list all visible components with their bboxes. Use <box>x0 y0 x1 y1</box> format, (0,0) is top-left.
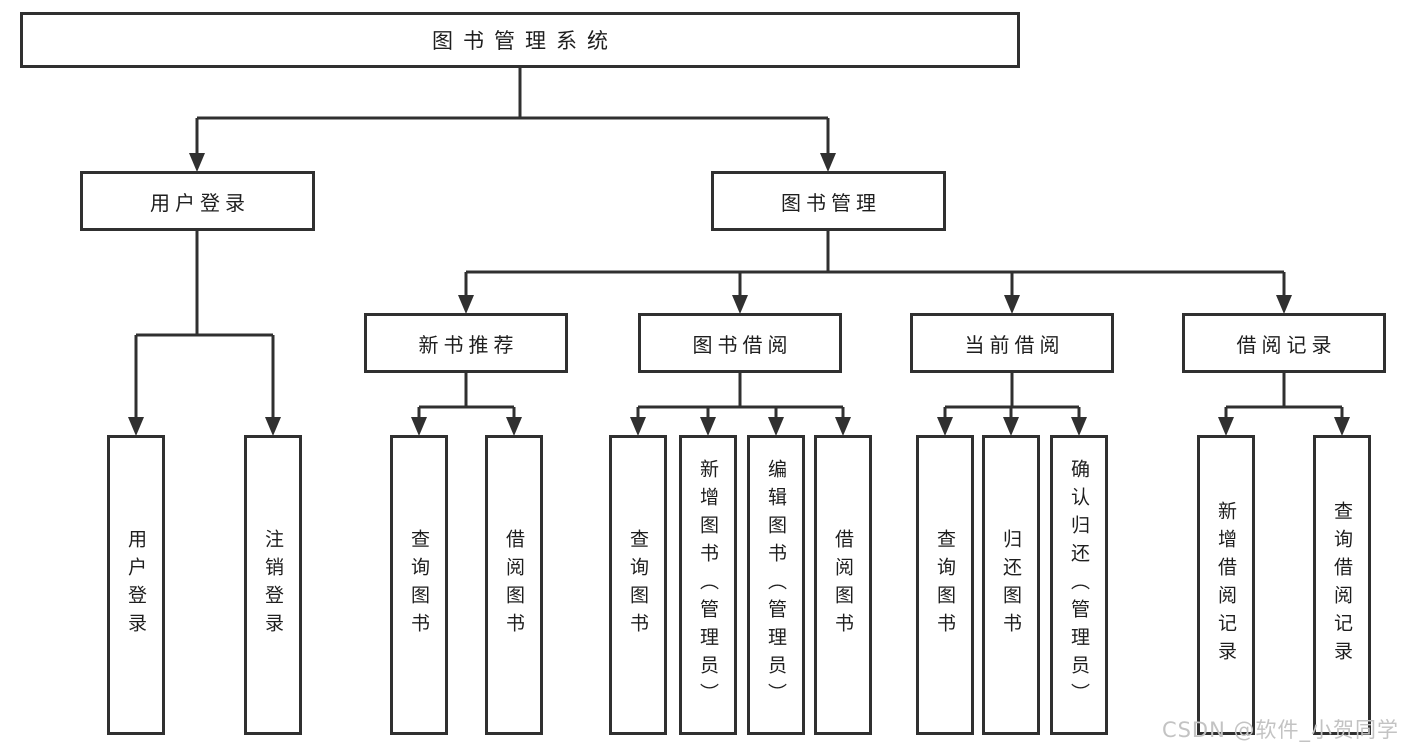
leaf-borrow-books-newbook: 借阅图书 <box>485 435 543 735</box>
leaf-logout: 注销登录 <box>244 435 302 735</box>
csdn-watermark: CSDN @软件_小贺同学 <box>1161 718 1399 742</box>
leaf-borrow-books: 借阅图书 <box>814 435 872 735</box>
leaf-query-books-borrowing: 查询图书 <box>609 435 667 735</box>
leaf-query-borrow-record: 查询借阅记录 <box>1313 435 1371 735</box>
node-book-management: 图书管理 <box>711 171 946 231</box>
leaf-add-books-admin: 新增图书（管理员） <box>679 435 737 735</box>
node-current-borrowing: 当前借阅 <box>910 313 1114 373</box>
connector-lines <box>134 66 1344 419</box>
leaf-return-books: 归还图书 <box>982 435 1040 735</box>
node-book-borrowing: 图书借阅 <box>638 313 842 373</box>
leaf-query-books-newbook: 查询图书 <box>390 435 448 735</box>
leaf-query-books-current: 查询图书 <box>916 435 974 735</box>
leaf-add-borrow-record: 新增借阅记录 <box>1197 435 1255 735</box>
leaf-confirm-return-admin: 确认归还（管理员） <box>1050 435 1108 735</box>
node-user-login: 用户登录 <box>80 171 315 231</box>
node-library-management-system: 图书管理系统 <box>20 12 1020 68</box>
leaf-user-login: 用户登录 <box>107 435 165 735</box>
node-new-book-recommendation: 新书推荐 <box>364 313 568 373</box>
node-borrowing-records: 借阅记录 <box>1182 313 1386 373</box>
leaf-edit-books-admin: 编辑图书（管理员） <box>747 435 805 735</box>
